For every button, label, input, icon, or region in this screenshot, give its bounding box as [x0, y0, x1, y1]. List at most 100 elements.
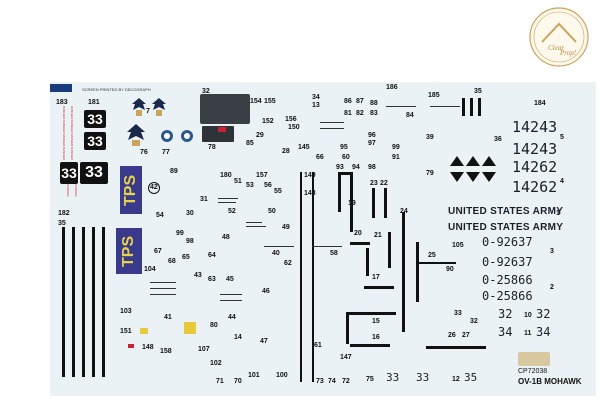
roundel-icon [148, 182, 160, 194]
frame-h-3 [364, 286, 394, 289]
frame-v-2 [350, 172, 353, 232]
label-90: 90 [446, 266, 454, 273]
label-44: 44 [228, 314, 236, 321]
label-105: 105 [452, 242, 464, 249]
svg-text:Clear: Clear [548, 44, 564, 52]
label-35: 35 [58, 220, 66, 227]
frame-h-6 [416, 262, 456, 264]
chevron-icon-3 [482, 156, 496, 166]
label-67: 67 [154, 248, 162, 255]
stripe-4 [92, 227, 95, 377]
label-99b: 99 [176, 230, 184, 237]
label-74: 74 [328, 378, 336, 385]
product-name: OV-1B MOHAWK [518, 377, 582, 386]
product-code: CP72038 [518, 368, 548, 375]
eagle-insignia-icon-c [125, 122, 147, 148]
side-code-32-b: 32 [536, 307, 551, 321]
frame-v-6 [366, 248, 369, 276]
label-64: 64 [208, 252, 216, 259]
label-4: 4 [560, 178, 564, 185]
label-13: 13 [312, 102, 320, 109]
label-99: 99 [392, 144, 400, 151]
side-code-34-b: 34 [536, 325, 551, 339]
label-155: 155 [264, 98, 276, 105]
serial-25866-b: 0-25866 [482, 289, 533, 303]
label-89: 89 [170, 168, 178, 175]
eagle-insignia-icon-b [150, 96, 168, 118]
label-63: 63 [208, 276, 216, 283]
label-32: 32 [202, 88, 210, 95]
label-46: 46 [262, 288, 270, 295]
stripe-top-2 [470, 98, 473, 116]
label-182: 182 [58, 210, 70, 217]
chevron-icon-4 [450, 172, 464, 182]
label-185: 185 [428, 92, 440, 99]
label-149: 149 [304, 172, 316, 179]
label-186: 186 [386, 84, 398, 91]
label-73: 73 [316, 378, 324, 385]
label-51: 51 [234, 178, 242, 185]
serial-14262-a: 14262 [512, 158, 558, 176]
label-85: 85 [246, 140, 254, 147]
label-88: 88 [370, 100, 378, 107]
frame-v-3 [372, 188, 375, 218]
label-28: 28 [282, 148, 290, 155]
label-53: 53 [246, 182, 254, 189]
label-5: 5 [560, 134, 564, 141]
label-39: 39 [426, 134, 434, 141]
center-stripe-2 [312, 172, 314, 382]
label-87: 87 [356, 98, 364, 105]
label-35-top: 35 [474, 88, 482, 95]
placard-line [218, 202, 236, 203]
placard-line [220, 300, 242, 301]
label-29: 29 [256, 132, 264, 139]
label-180: 180 [220, 172, 232, 179]
label-22: 22 [380, 180, 388, 187]
stripe-3 [82, 227, 85, 377]
red-marker [218, 127, 226, 132]
brand-logo: Clear Prop! [528, 6, 590, 68]
label-21: 21 [374, 232, 382, 239]
label-75: 75 [366, 376, 374, 383]
label-40: 40 [272, 250, 280, 257]
eagle-insignia-icon-e [180, 128, 194, 144]
placard-line [264, 246, 294, 247]
label-72: 72 [342, 378, 350, 385]
label-60: 60 [342, 154, 350, 161]
placard-line [246, 222, 262, 223]
frame-h-1 [338, 172, 352, 175]
chevron-icon-6 [482, 172, 496, 182]
label-148: 148 [304, 190, 316, 197]
label-16: 16 [372, 334, 380, 341]
label-94: 94 [352, 164, 360, 171]
label-62: 62 [284, 260, 292, 267]
label-56: 56 [264, 182, 272, 189]
side-code-34-a: 34 [498, 325, 513, 339]
label-81: 81 [344, 110, 352, 117]
label-147: 147 [340, 354, 352, 361]
label-181: 181 [88, 99, 100, 106]
label-61: 61 [314, 342, 322, 349]
label-156: 156 [285, 116, 297, 123]
label-101: 101 [248, 372, 260, 379]
frame-v-8 [346, 312, 349, 344]
label-157: 157 [256, 172, 268, 179]
decograph-logo [50, 84, 72, 92]
label-91: 91 [392, 154, 400, 161]
label-58: 58 [330, 250, 338, 257]
placard-line [320, 128, 344, 129]
label-33: 33 [454, 310, 462, 317]
label-41: 41 [164, 314, 172, 321]
eagle-insignia-icon-a [130, 96, 148, 118]
placard-line [150, 282, 176, 283]
frame-v-1 [338, 172, 341, 212]
label-80: 80 [210, 322, 218, 329]
label-30: 30 [186, 210, 194, 217]
label-45: 45 [226, 276, 234, 283]
label-71: 71 [216, 378, 224, 385]
label-107: 107 [198, 346, 210, 353]
yellow-marker-a [140, 328, 148, 334]
label-184: 184 [534, 100, 546, 107]
frame-h-5 [350, 344, 390, 347]
label-78: 78 [208, 144, 216, 151]
